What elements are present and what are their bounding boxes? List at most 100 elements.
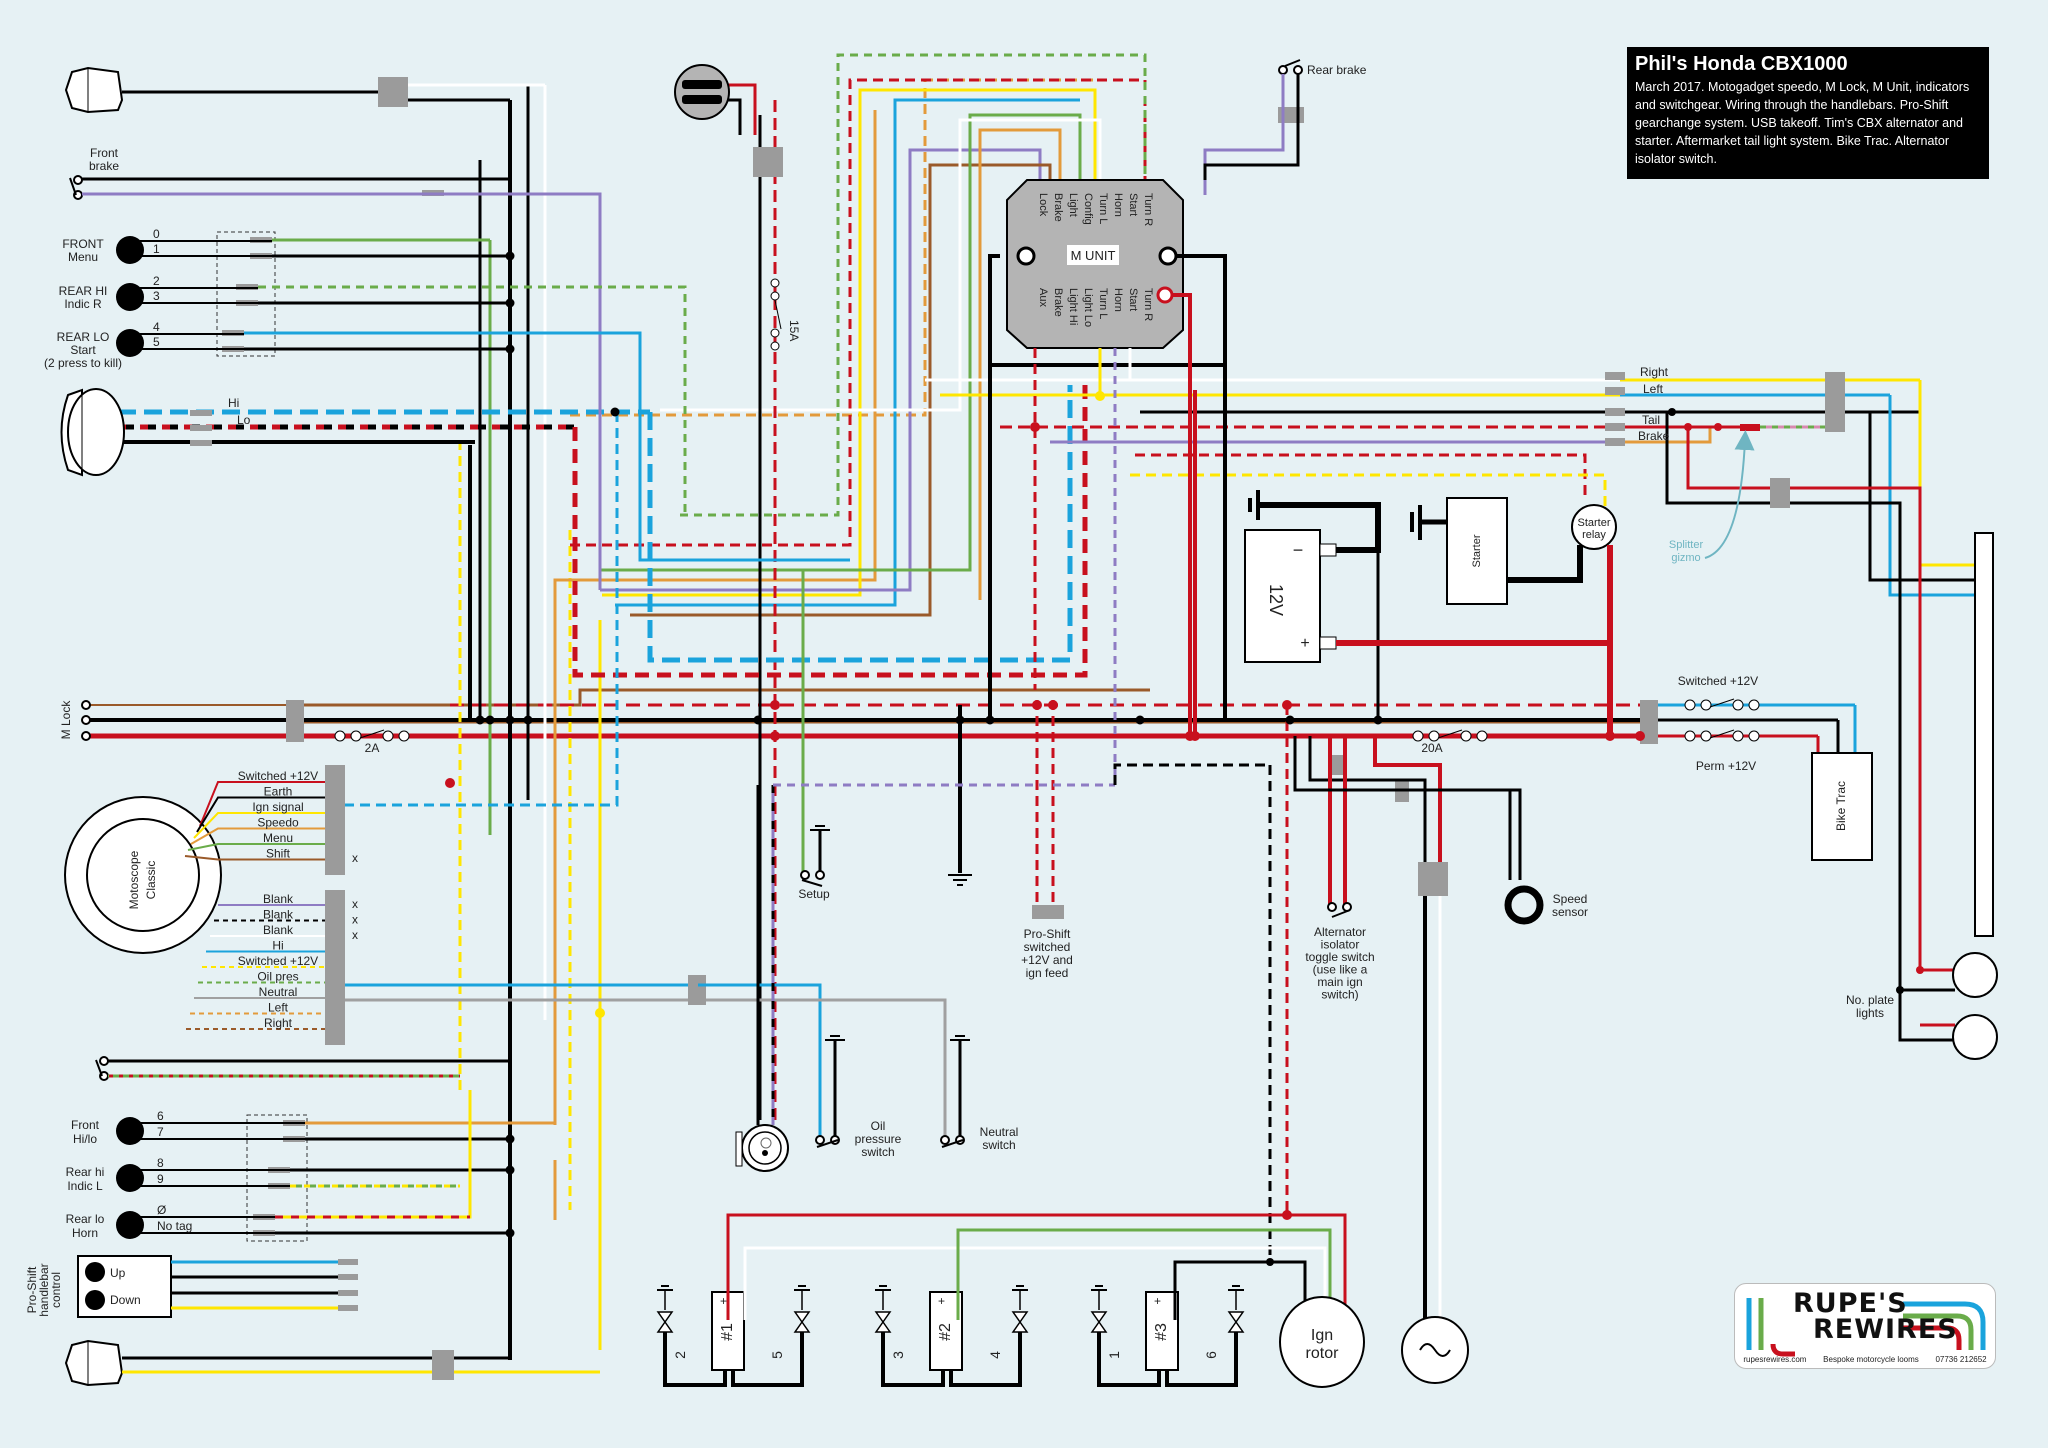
- ign-rotor-label-1: Ign: [1311, 1327, 1333, 1344]
- alt-isolator-label: switch): [1321, 988, 1358, 1002]
- junction-dot: [595, 1008, 605, 1018]
- speedo-pin-label: Oil pres: [257, 970, 298, 984]
- alt-isolator-label: toggle switch: [1305, 950, 1374, 964]
- bike-trac-fuses: Switched +12V Perm +12V Bike Trac: [1678, 674, 1873, 861]
- starter-motor: Starter Starter relay: [1410, 497, 1617, 736]
- junction-dot: [505, 298, 515, 308]
- m-lock-label: M Lock: [59, 700, 73, 740]
- junction-dot: [1135, 715, 1145, 725]
- junction-dot: [523, 715, 533, 725]
- proshift-feed: Pro-Shift switched +12V and ign feed: [1021, 700, 1073, 980]
- switch-pin-label: No tag: [157, 1219, 192, 1233]
- proshift-label-2: handlebar: [37, 1263, 51, 1316]
- plate-light-2: [1952, 1014, 1998, 1060]
- tail-tail-label: Tail: [1642, 413, 1660, 427]
- switch-button-icon[interactable]: [116, 283, 144, 311]
- speedo-pin-label: Blank: [263, 892, 294, 906]
- m-lock: M Lock 2A: [59, 700, 410, 755]
- battery-neg: −: [1293, 540, 1304, 560]
- plate-lights-label-1: No. plate: [1846, 993, 1894, 1007]
- fuse-2a-label: 2A: [365, 741, 380, 755]
- m-unit-input-label: Light: [1067, 193, 1079, 217]
- switch-group-sublabel: Menu: [68, 250, 98, 264]
- speedo-pin-label: Neutral: [259, 985, 298, 999]
- alt-isolator-label: Alternator: [1314, 925, 1366, 939]
- speedo-pin-label: Menu: [263, 831, 293, 845]
- m-unit-output-label: Light Hi: [1067, 288, 1079, 325]
- title-description: March 2017. Motogadget speedo, M Lock, M…: [1635, 80, 1970, 166]
- junction-dot: [610, 407, 620, 417]
- headlight-hi-label: Hi: [228, 396, 239, 410]
- switch-button-icon[interactable]: [116, 329, 144, 357]
- page-title: Phil's Honda CBX1000: [1635, 53, 1848, 75]
- speedo-pin-label: Earth: [264, 785, 293, 799]
- plug-number: 6: [1203, 1351, 1219, 1359]
- logo-website[interactable]: rupesrewires.com: [1743, 1355, 1807, 1364]
- tail-light-bar: [1974, 532, 1994, 937]
- m-unit-earth-terminal-right: [1158, 246, 1178, 266]
- plate-light-1: [1952, 952, 1998, 998]
- junction-dots: [445, 251, 1645, 1238]
- speedo-nc-marker: x: [352, 928, 358, 942]
- switch-group-sublabel: Indic L: [67, 1179, 103, 1193]
- plug-number: 4: [987, 1351, 1003, 1359]
- neutral-label-2: switch: [982, 1138, 1015, 1152]
- main-bus: [85, 688, 1857, 753]
- switch-group-label: FRONT: [62, 237, 104, 251]
- switch-group-label: REAR LO: [57, 330, 110, 344]
- oil-label-1: Oil: [871, 1119, 886, 1133]
- battery: − + 12V: [1244, 490, 1610, 720]
- speedo-pin-label: Blank: [263, 908, 294, 922]
- spark-plug-icon: [1227, 1311, 1245, 1333]
- oil-neutral-switches: Oil pressure switch Neutral switch: [345, 983, 1018, 1159]
- proshift-up-label: Up: [110, 1266, 126, 1280]
- proshift-label-3: control: [49, 1272, 63, 1308]
- switch-pin-label: 6: [157, 1109, 164, 1123]
- ignition-coil: [1145, 1291, 1179, 1371]
- switch-pin-label: Ø: [157, 1203, 166, 1217]
- switch-group-note: (2 press to kill): [44, 356, 122, 370]
- ign-rotor: Ign rotor: [726, 705, 1365, 1388]
- m-unit-label: M UNIT: [1071, 248, 1116, 263]
- setup-switch: Setup: [798, 570, 830, 901]
- switch-button-icon[interactable]: [116, 1164, 144, 1192]
- speedo-pin-label: Speedo: [257, 816, 299, 830]
- junction-dot: [1095, 391, 1105, 401]
- m-unit-input-label: Horn: [1112, 193, 1124, 217]
- switch-pin-label: 5: [153, 335, 160, 349]
- junction-dot: [1048, 700, 1058, 710]
- vertical-trunks: [458, 53, 1147, 1360]
- switch-pin-label: 1: [153, 242, 160, 256]
- junction-dot: [1635, 731, 1645, 741]
- switch-button-icon[interactable]: [116, 1117, 144, 1145]
- switch-button-icon[interactable]: [116, 1211, 144, 1239]
- speedo-name-1: Motoscope: [127, 850, 141, 909]
- logo-tagline: Bespoke motorcycle looms: [1823, 1355, 1919, 1364]
- junction-dot: [1282, 1210, 1292, 1220]
- proshift-feed-2: switched: [1024, 940, 1071, 954]
- junction-dot: [505, 1134, 515, 1144]
- switch-button-icon[interactable]: [116, 236, 144, 264]
- m-unit-output-label: Start: [1127, 288, 1139, 311]
- fuse-15a-label: 15A: [787, 320, 801, 341]
- switch-group-sublabel: Indic R: [64, 297, 102, 311]
- m-unit-input-label: Lock: [1037, 193, 1049, 217]
- speedo-nc-marker: x: [352, 897, 358, 911]
- tail-right-label: Right: [1640, 365, 1669, 379]
- m-unit-label-bg: [1067, 245, 1119, 265]
- speedo-pin-label: Left: [268, 1001, 289, 1015]
- speedo-pin-label: Switched +12V: [238, 954, 318, 968]
- switch-pin-label: 7: [157, 1125, 164, 1139]
- logo-line-1: RUPE'S: [1793, 1288, 1908, 1319]
- m-unit-output-label: Turn R: [1142, 288, 1154, 321]
- speed-sensor-ring: [1504, 885, 1544, 925]
- m-unit-output-label: Horn: [1112, 288, 1124, 312]
- plate-lights-label-2: lights: [1856, 1006, 1884, 1020]
- ign-rotor-label-2: rotor: [1306, 1345, 1340, 1362]
- alt-isolator-label: (use like a: [1313, 963, 1368, 977]
- junction-dot: [1373, 715, 1383, 725]
- proshift-down-label: Down: [110, 1293, 141, 1307]
- fuse-20a: 20A: [1412, 729, 1488, 755]
